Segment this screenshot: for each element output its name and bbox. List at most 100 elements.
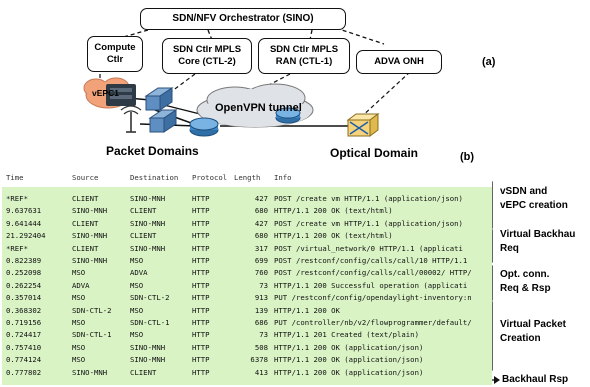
cell-info: HTTP/1.1 200 OK	[274, 305, 340, 315]
cell-source: MSO	[72, 318, 86, 327]
cell-time: 0.777802	[6, 367, 42, 377]
cell-source: CLIENT	[72, 194, 99, 203]
cell-length: 680	[254, 206, 268, 216]
group-opt-line2: Req & Rsp	[500, 283, 551, 294]
header-source: Source	[72, 173, 99, 182]
cell-length: 413	[254, 367, 268, 377]
cell-protocol: HTTP	[192, 268, 210, 278]
cell-protocol: HTTP	[192, 367, 210, 377]
header-destination: Destination	[130, 173, 179, 182]
ctlr-ran-box: SDN Ctlr MPLS RAN (CTL-1)	[258, 38, 350, 74]
cell-source: SINO-MNH	[72, 231, 108, 241]
group-vp-line2: Creation	[500, 333, 541, 344]
cell-source: MSO	[72, 293, 86, 303]
optical-switch-icon	[346, 113, 380, 137]
cell-source: MSO	[72, 342, 86, 352]
group-opt-label: Opt. conn. Req & Rsp	[500, 268, 551, 296]
cell-protocol: HTTP	[192, 231, 210, 241]
cell-destination: SDN-CTL-1	[130, 318, 170, 327]
table-header: Time Source Destination Protocol Length …	[2, 172, 492, 187]
cell-destination: CLIENT	[130, 231, 157, 241]
router-icon-2	[275, 107, 301, 124]
group-vbh-line2: Req	[500, 243, 519, 254]
optical-domain-label: Optical Domain	[330, 146, 419, 160]
cell-source: CLIENT	[72, 218, 99, 228]
panel-a-label: (a)	[482, 56, 496, 68]
cell-destination: MSO	[130, 280, 144, 290]
cell-destination: SINO-MNH	[130, 194, 166, 203]
cell-length: 913	[254, 293, 268, 303]
group-vp-line1: Virtual Packet	[500, 319, 566, 330]
group-vp-label: Virtual Packet Creation	[500, 318, 566, 346]
cell-destination: MSO	[130, 305, 144, 315]
cell-info: POST /create vm HTTP/1.1 (application/js…	[274, 218, 463, 228]
cell-destination: CLIENT	[130, 367, 157, 377]
cell-destination: CLIENT	[130, 206, 157, 216]
cell-time: 0.822389	[6, 256, 42, 265]
cell-destination: SDN-CTL-2	[130, 293, 170, 303]
router-icon	[189, 117, 219, 137]
cell-length: 699	[254, 256, 268, 265]
group-vsdn-line2: vEPC creation	[500, 200, 568, 211]
orchestrator-box: SDN/NFV Orchestrator (SINO)	[140, 8, 346, 30]
cell-info: HTTP/1.1 200 OK (text/html)	[274, 206, 393, 216]
cell-time: 0.357014	[6, 293, 42, 303]
ctlr-ran-label: SDN Ctlr MPLS RAN (CTL-1)	[269, 44, 339, 67]
packet-table: Time Source Destination Protocol Length …	[2, 172, 492, 385]
header-info: Info	[274, 173, 292, 182]
cell-time: 9.641444	[6, 218, 42, 228]
orchestrator-label: SDN/NFV Orchestrator (SINO)	[172, 12, 314, 24]
cell-info: HTTP/1.1 201 Created (text/plain)	[274, 330, 419, 340]
cell-source: MSO	[72, 355, 86, 365]
cell-length: 686	[254, 318, 268, 327]
cell-destination: SINO-MNH	[130, 342, 166, 352]
cell-destination: ADVA	[130, 268, 148, 278]
panel-b-label: (b)	[460, 151, 475, 163]
cell-time: 9.637631	[6, 206, 42, 216]
ctlr-core-label: SDN Ctlr MPLS Core (CTL-2)	[172, 44, 242, 67]
cell-protocol: HTTP	[192, 342, 210, 352]
cell-time: 0.252098	[6, 268, 42, 278]
core-switch-icon	[144, 87, 174, 111]
cell-protocol: HTTP	[192, 293, 210, 303]
cell-info: HTTP/1.1 200 Successful operation (appli…	[274, 280, 468, 290]
cell-protocol: HTTP	[192, 355, 210, 365]
cell-source: SINO-MNH	[72, 206, 108, 216]
cell-source: SINO-MNH	[72, 367, 108, 377]
cell-protocol: HTTP	[192, 305, 210, 315]
cell-info: PUT /controller/nb/v2/flowprogrammer/def…	[274, 318, 472, 327]
group-vsdn-label: vSDN and vEPC creation	[500, 185, 568, 213]
cell-time: 0.724417	[6, 330, 42, 340]
compute-ctlr-box: Compute Ctlr	[87, 36, 143, 72]
cell-time: 0.774124	[6, 355, 42, 365]
cell-info: POST /restconf/config/calls/call/00002/ …	[274, 268, 472, 278]
cell-length: 508	[254, 342, 268, 352]
cell-length: 6378	[250, 355, 268, 365]
cell-destination: MSO	[130, 256, 144, 265]
cell-length: 760	[254, 268, 268, 278]
cell-info: PUT /restconf/config/opendaylight-invent…	[274, 293, 472, 303]
table-row[interactable]: 0.357014 MSO SDN-CTL-2 HTTP 913 PUT /restconf…	[2, 292, 492, 304]
cell-length: 73	[259, 330, 268, 340]
cell-length: 427	[254, 194, 268, 203]
cell-protocol: HTTP	[192, 280, 210, 290]
cell-destination: SINO-MNH	[130, 218, 166, 228]
cell-length: 139	[254, 305, 268, 315]
compute-ctlr-label: Compute Ctlr	[94, 42, 136, 65]
group-backhaul-rsp-label: Backhaul Rsp	[502, 374, 569, 385]
